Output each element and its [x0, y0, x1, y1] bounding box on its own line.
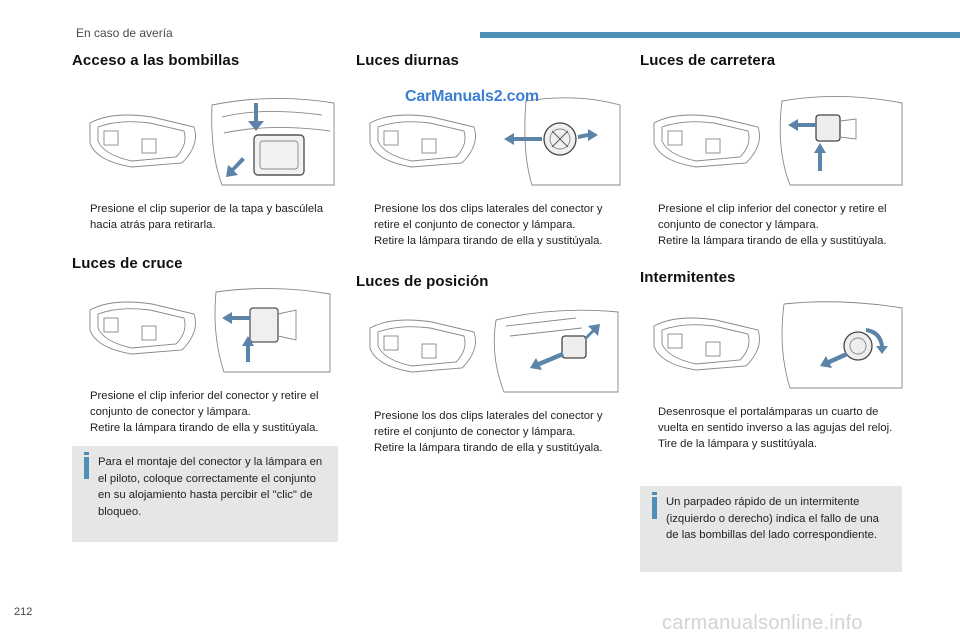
note-box-montaje: Para el montaje del conector y la lámpar… — [72, 446, 338, 542]
header-accent-bar — [480, 32, 960, 38]
column-middle: Luces diurnas CarManuals2.com Presione l… — [356, 52, 622, 456]
note-text: Un parpadeo rápido de un intermitente (i… — [666, 496, 879, 541]
list-item: Presione los dos clips laterales del con… — [374, 203, 603, 231]
list-item: Retire la lámpara tirando de ella y sust… — [374, 235, 603, 247]
steps-acceso: Presione el clip superior de la tapa y b… — [72, 201, 338, 233]
list-item: Presione el clip inferior del conector y… — [90, 390, 319, 418]
steps-diurnas: Presione los dos clips laterales del con… — [356, 201, 622, 249]
note-text: Para el montaje del conector y la lámpar… — [98, 456, 323, 518]
figure-cruce — [72, 286, 338, 376]
steps-carretera: Presione el clip inferior del conector y… — [640, 201, 906, 249]
list-item: Desenrosque el portalámparas un cuarto d… — [658, 406, 893, 434]
heading-posicion: Luces de posición — [356, 273, 489, 290]
figure-acceso — [72, 93, 338, 189]
figure-carretera — [640, 93, 906, 189]
figure-posicion — [356, 306, 622, 396]
list-item: Retire la lámpara tirando de ella y sust… — [90, 422, 319, 434]
watermark-text: CarManuals2.com — [405, 88, 539, 105]
steps-posicion: Presione los dos clips laterales del con… — [356, 408, 622, 456]
column-right: Luces de carretera Presione el clip infe… — [640, 52, 906, 572]
steps-cruce: Presione el clip inferior del conector y… — [72, 388, 338, 436]
figure-intermitentes — [640, 300, 906, 392]
heading-acceso: Acceso a las bombillas — [72, 52, 240, 69]
heading-carretera: Luces de carretera — [640, 52, 776, 69]
list-item: Presione el clip inferior del conector y… — [658, 203, 887, 231]
steps-intermitentes: Desenrosque el portalámparas un cuarto d… — [640, 404, 906, 452]
heading-intermitentes: Intermitentes — [640, 269, 736, 286]
section-title: En caso de avería — [76, 26, 173, 40]
info-icon — [84, 452, 89, 479]
note-box-parpadeo: Un parpadeo rápido de un intermitente (i… — [640, 486, 902, 572]
heading-cruce: Luces de cruce — [72, 255, 183, 272]
list-item: Presione los dos clips laterales del con… — [374, 410, 603, 438]
list-item: Tire de la lámpara y sustitúyala. — [658, 438, 818, 450]
page-header: En caso de avería — [0, 0, 960, 42]
figure-diurnas — [356, 93, 622, 189]
info-icon — [652, 492, 657, 519]
page-number: 212 — [14, 606, 33, 618]
heading-diurnas: Luces diurnas — [356, 52, 459, 69]
column-left: Acceso a las bombillas Presione el clip … — [72, 52, 338, 542]
footer-watermark: carmanualsonline.info — [662, 612, 863, 634]
list-item: Retire la lámpara tirando de ella y sust… — [374, 442, 603, 454]
list-item: Presione el clip superior de la tapa y b… — [90, 203, 323, 231]
list-item: Retire la lámpara tirando de ella y sust… — [658, 235, 887, 247]
